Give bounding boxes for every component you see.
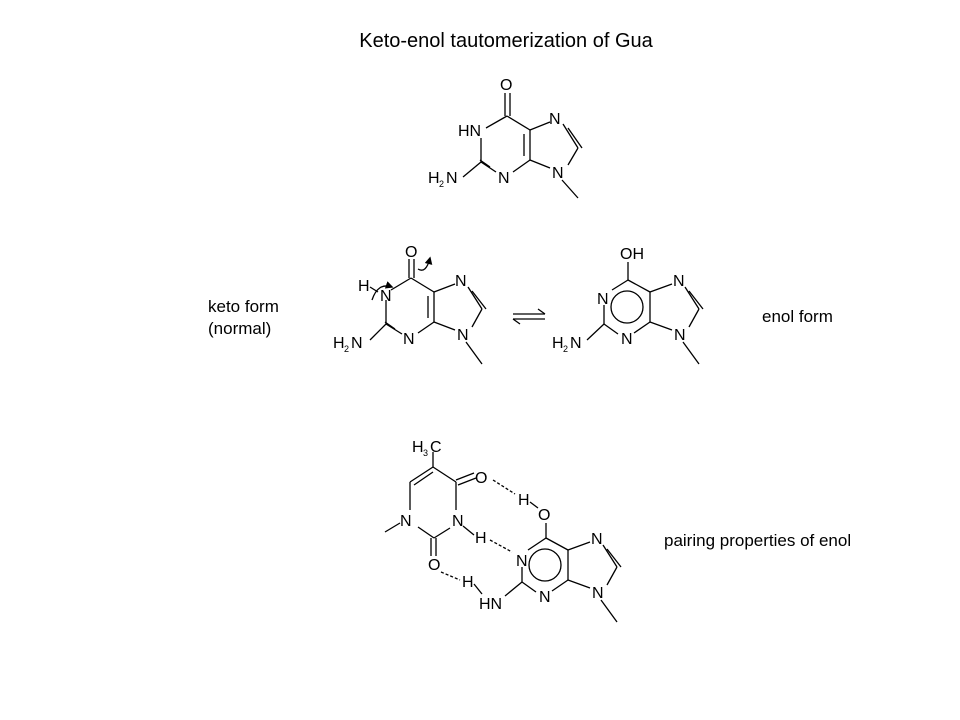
- amino-subscript: 2: [563, 344, 568, 354]
- oxygen-label: O: [405, 244, 417, 261]
- n3-label: N: [498, 170, 510, 187]
- oxygen-label: O: [538, 507, 550, 524]
- guanine-enol: OH N N N N H 2 N: [552, 246, 704, 365]
- guanine-enol-paired: H O N N N N H HN: [462, 492, 622, 623]
- n7-label: N: [591, 531, 603, 548]
- n9-label: N: [592, 585, 604, 602]
- n9-label: N: [674, 327, 686, 344]
- oxygen-label: O: [500, 77, 512, 94]
- equilibrium-arrow: [512, 308, 546, 325]
- n1-label: N: [380, 288, 392, 305]
- amino-h-label: H: [428, 170, 440, 187]
- hydroxyl-label: OH: [620, 246, 644, 263]
- hydrogen-bonds: [440, 479, 516, 581]
- methyl-c-label: C: [430, 439, 442, 456]
- amino-h-label: H: [333, 335, 345, 352]
- pairing-label: pairing properties of enol: [664, 531, 852, 550]
- keto-form-label: keto form (normal): [208, 296, 279, 340]
- n9-label: N: [457, 327, 469, 344]
- methyl-subscript: 3: [423, 448, 428, 458]
- thymine: H 3 C O N N H O: [384, 439, 487, 574]
- n3-label: N: [452, 513, 464, 530]
- n1-label: N: [400, 513, 412, 530]
- n7-label: N: [549, 111, 561, 128]
- oxygen-label: O: [428, 557, 440, 574]
- amino-subscript: 2: [344, 344, 349, 354]
- page-title: Keto-enol tautomerization of Gua: [359, 30, 653, 52]
- amino-n-label: N: [446, 170, 458, 187]
- n9-label: N: [552, 165, 564, 182]
- hydrogen-label: H: [358, 278, 370, 295]
- amino-subscript: 2: [439, 179, 444, 189]
- methyl-h-label: H: [412, 439, 424, 456]
- amino-h-label: H: [552, 335, 564, 352]
- n1-label: N: [516, 553, 528, 570]
- hydrogen-label: H: [462, 574, 474, 591]
- n7-label: N: [673, 273, 685, 290]
- n3-label: N: [539, 589, 551, 606]
- hydrogen-label: H: [518, 492, 530, 509]
- keto-form-text: keto form: [208, 297, 279, 316]
- guanine-keto-middle: O H N N N N H 2 N: [333, 244, 487, 365]
- amino-n-label: N: [570, 335, 582, 352]
- imino-label: HN: [479, 596, 502, 613]
- hydrogen-label: H: [475, 530, 487, 547]
- enol-form-label: enol form: [762, 307, 833, 326]
- amino-n-label: N: [351, 335, 363, 352]
- n3-label: N: [621, 331, 633, 348]
- n7-label: N: [455, 273, 467, 290]
- n1-label: N: [597, 291, 609, 308]
- nh-label: HN: [458, 123, 481, 140]
- n3-label: N: [403, 331, 415, 348]
- keto-form-note: (normal): [208, 319, 272, 338]
- oxygen-label: O: [475, 470, 487, 487]
- guanine-keto-top: O HN N N N H 2 N: [428, 77, 583, 199]
